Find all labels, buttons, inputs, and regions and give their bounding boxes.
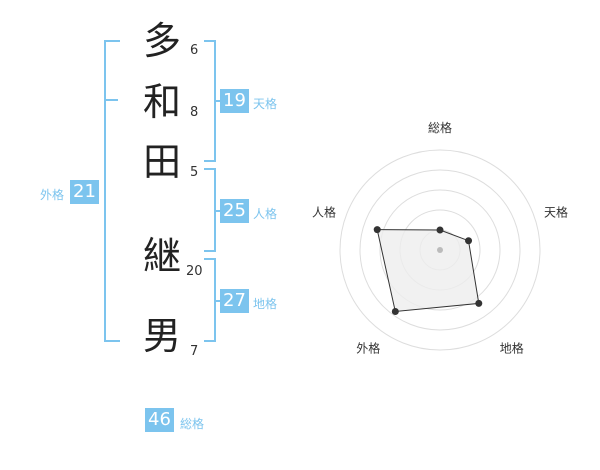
chikaku-value: 27 (220, 289, 249, 313)
soukaku-value: 46 (145, 408, 174, 432)
gaikaku-bracket-tick (104, 99, 118, 101)
radar-ring (339, 149, 541, 351)
tenkaku-connector (214, 100, 222, 102)
stroke-count-2: 8 (190, 105, 199, 120)
name-char-5: 男 (142, 314, 181, 358)
radar-ring (379, 189, 501, 311)
chikaku-label: 地格 (253, 297, 278, 311)
name-char-1: 多 (142, 19, 181, 63)
radar-point (436, 226, 444, 234)
jinkaku-value: 25 (220, 199, 249, 223)
gaikaku-value: 21 (70, 180, 99, 204)
name-char-4: 継 (142, 234, 181, 278)
gaikaku-label: 外格 (40, 188, 65, 202)
stroke-count-1: 6 (190, 43, 199, 58)
radar-ring (359, 169, 521, 331)
radar-axis-label-gaikaku: 外格 (356, 341, 380, 356)
jinkaku-label: 人格 (253, 207, 278, 221)
gaikaku-bracket (104, 40, 120, 342)
name-char-3: 田 (142, 140, 181, 184)
radar-point (475, 299, 483, 307)
radar-point (465, 237, 473, 245)
radar-axis-label-chikaku: 地格 (500, 341, 524, 356)
radar-polygon (376, 229, 480, 313)
tenkaku-value: 19 (220, 89, 249, 113)
radar-points (373, 226, 483, 315)
stroke-count-3: 5 (190, 165, 199, 180)
tenkaku-label: 天格 (253, 97, 278, 111)
radar-point (391, 307, 399, 315)
radar-point (373, 226, 381, 234)
radar-center-dot (437, 247, 443, 253)
radar-axis-label-soukaku: 総格 (428, 120, 452, 135)
soukaku-label: 総格 (180, 417, 205, 431)
name-char-2: 和 (142, 80, 181, 124)
stroke-count-4: 20 (186, 264, 203, 279)
radar-axis-label-tenkaku: 天格 (544, 204, 568, 219)
chikaku-connector (214, 300, 222, 302)
radar-axis-label-jinkaku: 人格 (312, 204, 336, 219)
jinkaku-connector (214, 210, 222, 212)
stroke-count-5: 7 (190, 344, 199, 359)
